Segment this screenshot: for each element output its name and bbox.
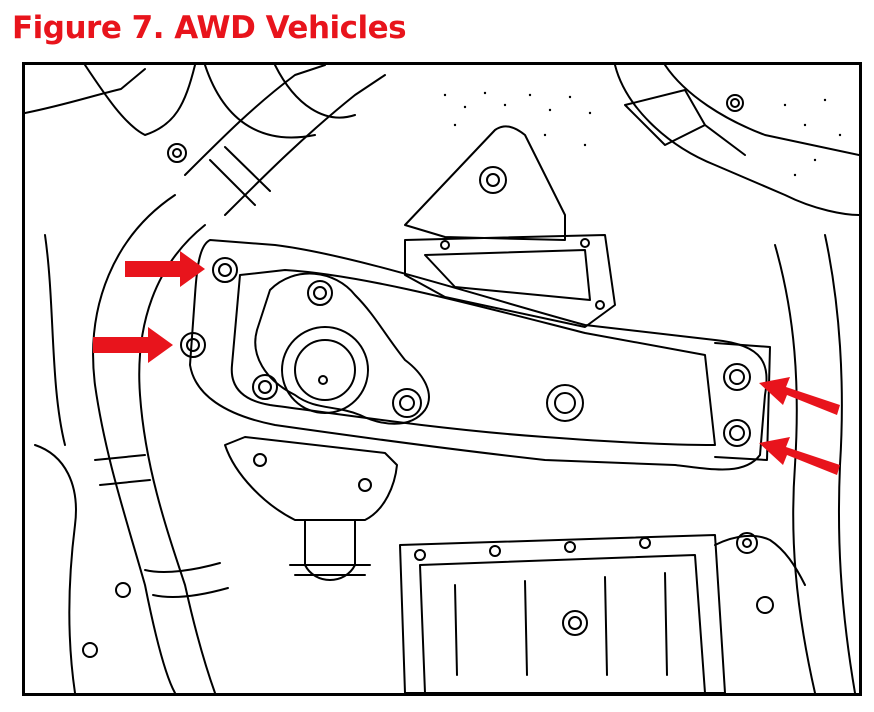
left-lower-bolt-head [186, 338, 200, 352]
figure-title: Figure 7. AWD Vehicles [12, 10, 407, 46]
oil-pan-drain [562, 610, 588, 636]
oil-pan-inner [419, 554, 706, 693]
right-rail [774, 244, 816, 693]
mount-center-ring [281, 326, 369, 414]
pipe-clamp [209, 146, 271, 206]
left-upper-bolt-head [218, 263, 232, 277]
crossmember-right-plate [714, 342, 771, 461]
pipe-upper-2 [224, 74, 386, 216]
transfer-case [224, 436, 398, 521]
right-wire-bolt [736, 532, 758, 554]
upper-right-shield-2 [664, 65, 859, 156]
right-wire-bolt-head [742, 538, 752, 548]
oil-pan-bolt-4 [639, 537, 651, 549]
right-lower-bolt-head [729, 425, 745, 441]
left-lower-bolt [180, 332, 206, 358]
left-pipe-outer [92, 194, 176, 693]
oil-pan-bolt-1 [414, 549, 426, 561]
arrow-right-upper [759, 377, 840, 415]
arrow-right-lower [759, 437, 840, 475]
mount-center-inner [294, 339, 356, 401]
lower-left-fastener-1 [115, 582, 131, 598]
right-wire [714, 534, 806, 586]
left-pipe-band-2 [144, 562, 229, 598]
mount-bolt-left [252, 374, 278, 400]
crossmember-center-bolt-head [554, 392, 576, 414]
mount-bolt-right-head [399, 395, 415, 411]
upper-panel-ridge [204, 65, 356, 139]
oil-pan-bolt-2 [489, 545, 501, 557]
mount-bolt-left-head [258, 380, 272, 394]
arrow-left-upper [125, 251, 205, 287]
trans-pan [404, 234, 616, 328]
upper-gusset [404, 125, 566, 241]
left-pipe-inner [138, 224, 216, 693]
trans-pan-inner [424, 249, 591, 301]
upper-right-bolt [726, 94, 744, 112]
oil-pan-bolt-3 [564, 541, 576, 553]
texture-dots [443, 91, 842, 177]
right-upper-bolt-head [729, 369, 745, 385]
transfer-case-bolt-2 [358, 478, 372, 492]
oil-pan-drain-head [568, 616, 582, 630]
mount-housing [254, 272, 430, 425]
left-pipe-band-1 [94, 454, 151, 486]
crossmember-outline [189, 239, 768, 471]
arrow-left-lower [93, 327, 173, 363]
left-upper-bolt [212, 257, 238, 283]
pan-bolt-3 [595, 300, 605, 310]
upper-left-fastener [167, 143, 187, 163]
line-art [25, 65, 859, 693]
oil-pan-ribs [454, 572, 668, 676]
upper-gusset-bolt [479, 166, 507, 194]
crossmember-center-bolt [546, 384, 584, 422]
mount-bolt-right [392, 388, 422, 418]
right-lower-fastener [756, 596, 774, 614]
mount-center-dot [318, 375, 328, 385]
transfer-case-flange [289, 564, 371, 576]
pan-bolt-2 [580, 238, 590, 248]
upper-right-shield [614, 65, 859, 216]
lower-left-fastener-2 [82, 642, 98, 658]
transfer-case-shaft [304, 519, 356, 581]
oil-pan [399, 534, 726, 693]
mount-bolt-top [307, 280, 333, 306]
upper-gusset-bolt-head [486, 173, 500, 187]
left-wire [34, 444, 77, 693]
transfer-case-bolt-1 [253, 453, 267, 467]
pan-bolt-1 [440, 240, 450, 250]
right-lower-bolt [723, 419, 751, 447]
upper-right-bolt-head [730, 98, 740, 108]
upper-right-flange [624, 89, 746, 156]
left-wire-2 [44, 234, 66, 446]
upper-left-panel [25, 65, 196, 136]
undercarriage-illustration [25, 65, 859, 693]
crossmember-inner [230, 269, 716, 446]
right-upper-bolt [723, 363, 751, 391]
callout-arrows [93, 251, 840, 475]
illustration-frame [22, 62, 862, 696]
mount-bolt-top-head [313, 286, 327, 300]
pipe-upper [184, 65, 326, 176]
upper-left-fastener-head [172, 148, 182, 158]
